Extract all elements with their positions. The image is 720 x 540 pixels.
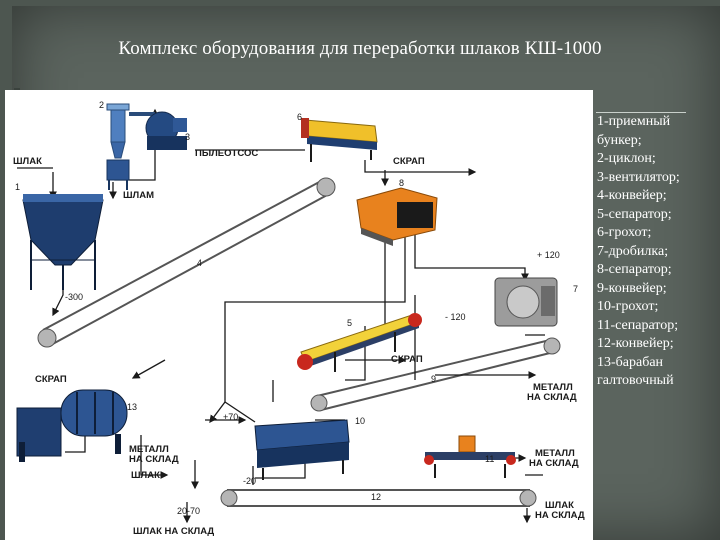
label-skrap-mid: СКРАП <box>391 354 423 365</box>
label-shlak-right-1: ШЛАК <box>545 500 574 511</box>
legend-line: 10-грохот; <box>597 299 659 314</box>
label-metall-left-1: МЕТАЛЛ <box>129 444 169 455</box>
process-diagram: ШЛАК ПЫЛЕОТСОС СКРАП ШЛАМ СКРАП СКРАП МЕ… <box>5 90 593 540</box>
legend-line: 3-вентилятор; <box>597 169 680 185</box>
label-pyleotsos: ПЫЛЕОТСОС <box>195 148 258 159</box>
conveyor-4 <box>37 177 336 348</box>
num-13: 13 <box>127 402 137 412</box>
legend-line: галтовочный <box>597 373 674 388</box>
legend-line: 12-конвейер; <box>597 336 674 351</box>
separator-11 <box>424 435 516 478</box>
conveyor-9 <box>310 337 561 412</box>
num-10: 10 <box>355 416 365 426</box>
tumbling-drum-13 <box>16 389 128 462</box>
screen-10 <box>254 419 350 480</box>
num-3: 3 <box>185 132 190 142</box>
legend-line: бункер; <box>597 132 642 148</box>
crusher-7 <box>494 277 558 327</box>
num-11: 11 <box>485 454 494 464</box>
num-4: 4 <box>197 258 202 268</box>
label-metall-right-2: НА СКЛАД <box>529 458 579 469</box>
label-metall-mid-1: МЕТАЛЛ <box>533 382 573 393</box>
num-9: 9 <box>431 374 436 384</box>
num-7: 7 <box>573 284 578 294</box>
separator-8 <box>356 187 438 246</box>
label-shlak-left: ШЛАК <box>131 470 160 481</box>
flow-lines <box>17 108 545 524</box>
legend-line: 7-дробилка; <box>597 243 669 259</box>
label-shlak-bottom: ШЛАК НА СКЛАД <box>133 526 214 537</box>
slide-title: Комплекс оборудования для переработки шл… <box>118 38 602 59</box>
legend-rule <box>596 112 686 113</box>
label-skrap-left: СКРАП <box>35 374 67 385</box>
legend-line: 8-сепаратор; <box>597 262 672 277</box>
size-plus-120: + 120 <box>537 250 560 260</box>
process-flow-svg: ШЛАК ПЫЛЕОТСОС СКРАП ШЛАМ СКРАП СКРАП МЕ… <box>13 100 585 537</box>
label-shlam: ШЛАМ <box>123 190 154 201</box>
cyclone-2 <box>106 103 155 190</box>
conveyor-12 <box>220 489 537 507</box>
label-skrap-top: СКРАП <box>393 156 425 167</box>
legend-line: 13-барабан <box>597 354 664 370</box>
size-minus-20: -20 <box>243 476 256 486</box>
num-1: 1 <box>15 182 20 192</box>
label-metall-right-1: МЕТАЛЛ <box>535 448 575 459</box>
num-2: 2 <box>99 100 104 110</box>
receiving-hopper-1 <box>22 194 104 290</box>
size-20-70: 20-70 <box>177 506 200 516</box>
separator-5 <box>297 313 422 372</box>
size-minus-300: -300 <box>65 292 83 302</box>
label-shlak: ШЛАК <box>13 156 42 167</box>
legend-line: 2-циклон; <box>597 151 656 166</box>
num-8: 8 <box>399 178 404 188</box>
screen-6 <box>301 118 378 162</box>
legend-line: 6-грохот; <box>597 225 652 240</box>
label-shlak-right-2: НА СКЛАД <box>535 510 585 521</box>
equipment-legend: 1-приемный бункер; 2-циклон; 3-вентилято… <box>597 113 712 391</box>
size-plus-70: +70 <box>223 412 238 422</box>
num-5: 5 <box>347 318 352 328</box>
num-12: 12 <box>371 492 381 502</box>
label-metall-left-2: НА СКЛАД <box>129 454 179 465</box>
legend-line: 4-конвейер; <box>597 188 667 203</box>
legend-line: 5-сепаратор; <box>597 206 672 222</box>
size-minus-120: - 120 <box>445 312 466 322</box>
label-metall-mid-2: НА СКЛАД <box>527 392 577 403</box>
legend-line: 11-сепаратор; <box>597 317 679 333</box>
legend-line: 9-конвейер; <box>597 280 667 296</box>
num-6: 6 <box>297 112 302 122</box>
fan-3 <box>145 111 187 150</box>
legend-line: 1-приемный <box>597 114 671 129</box>
